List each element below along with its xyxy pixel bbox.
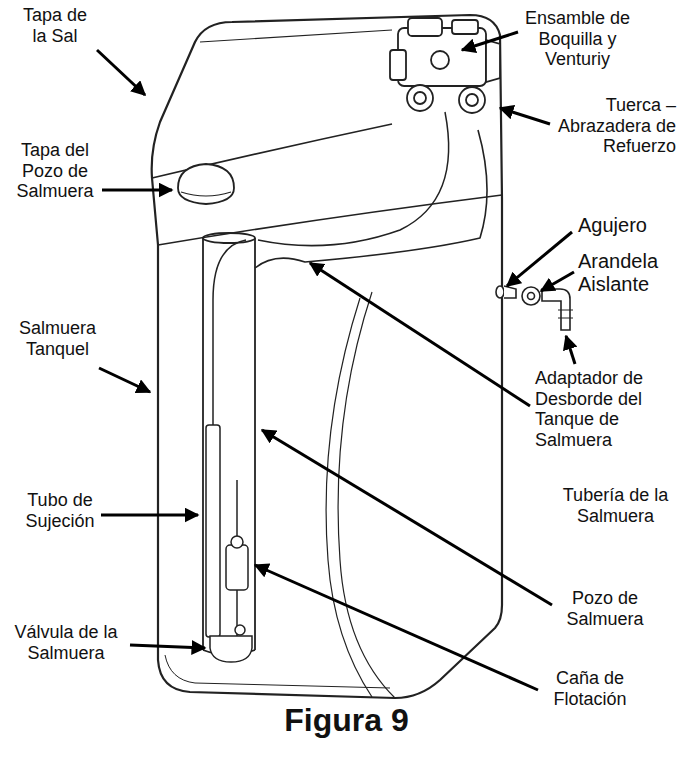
control-valve xyxy=(452,20,478,34)
leader-arrow xyxy=(99,368,150,392)
control-valve xyxy=(258,18,500,246)
brine-tank xyxy=(152,15,502,245)
brine-well-cap xyxy=(181,192,231,196)
leader-arrow xyxy=(97,32,575,690)
part-label: Ensamble de Boquilla y Venturiy xyxy=(520,8,635,70)
control-valve xyxy=(407,85,433,111)
leader-arrow xyxy=(130,645,205,648)
brine-well-cap xyxy=(178,164,234,204)
part-label: Adaptador de Desborde del Tanque de Salm… xyxy=(535,368,675,451)
brine-tank xyxy=(326,298,372,697)
leader-arrow xyxy=(541,272,574,291)
overflow-parts xyxy=(522,287,540,305)
control-valve xyxy=(466,94,478,106)
part-label: Salmuera Tanquel xyxy=(10,318,105,359)
part-label: Caña de Flotación xyxy=(540,668,640,709)
control-valve xyxy=(431,51,449,69)
part-label: Tuerca – Abrazadera de Refuerzo xyxy=(550,95,676,157)
overflow-parts xyxy=(558,310,573,318)
brine-well xyxy=(203,238,255,650)
brine-well-cap xyxy=(178,164,234,204)
leader-arrow xyxy=(101,514,198,517)
brine-internals xyxy=(226,545,248,590)
control-valve xyxy=(258,112,449,246)
overflow-parts xyxy=(528,293,535,300)
part-label: Tapa del Pozo de Salmuera xyxy=(10,140,100,202)
leader-arrow xyxy=(310,263,530,406)
leader-arrow xyxy=(462,32,518,50)
control-valve xyxy=(414,92,426,104)
brine-internals xyxy=(235,625,245,635)
brine-tank xyxy=(338,292,395,698)
control-valve xyxy=(459,87,485,113)
overflow-parts xyxy=(504,286,516,298)
leader-arrow xyxy=(97,50,145,95)
brine-internals xyxy=(213,240,246,425)
brine-well xyxy=(203,233,255,655)
overflow-parts xyxy=(496,286,573,330)
leader-arrow xyxy=(102,189,172,192)
part-label: Tubo de Sujeción xyxy=(15,490,105,531)
brine-tank xyxy=(165,655,390,688)
control-valve xyxy=(486,40,500,82)
brine-internals xyxy=(210,636,252,662)
part-label: Pozo de Salmuera xyxy=(555,588,655,629)
brine-well xyxy=(203,233,255,243)
leader-arrow xyxy=(566,336,575,364)
leader-arrow xyxy=(262,430,552,605)
overflow-parts xyxy=(496,286,504,298)
control-valve xyxy=(408,18,442,36)
part-label: Agujero xyxy=(578,214,678,237)
leader-arrow xyxy=(255,565,538,690)
part-label: Tubería de la Salmuera xyxy=(548,485,683,526)
brine-tank xyxy=(200,30,392,42)
part-label: Válvula de la Salmuera xyxy=(5,622,127,663)
control-valve xyxy=(390,50,406,80)
part-label: Arandela Aislante xyxy=(578,250,678,296)
brine-internals xyxy=(206,425,220,637)
brine-internals xyxy=(206,240,252,662)
brine-internals xyxy=(231,536,243,548)
brine-tank xyxy=(255,130,487,268)
part-label: Tapa de la Sal xyxy=(15,5,95,46)
figure-caption: Figura 9 xyxy=(0,702,693,739)
leader-arrow xyxy=(500,108,550,124)
